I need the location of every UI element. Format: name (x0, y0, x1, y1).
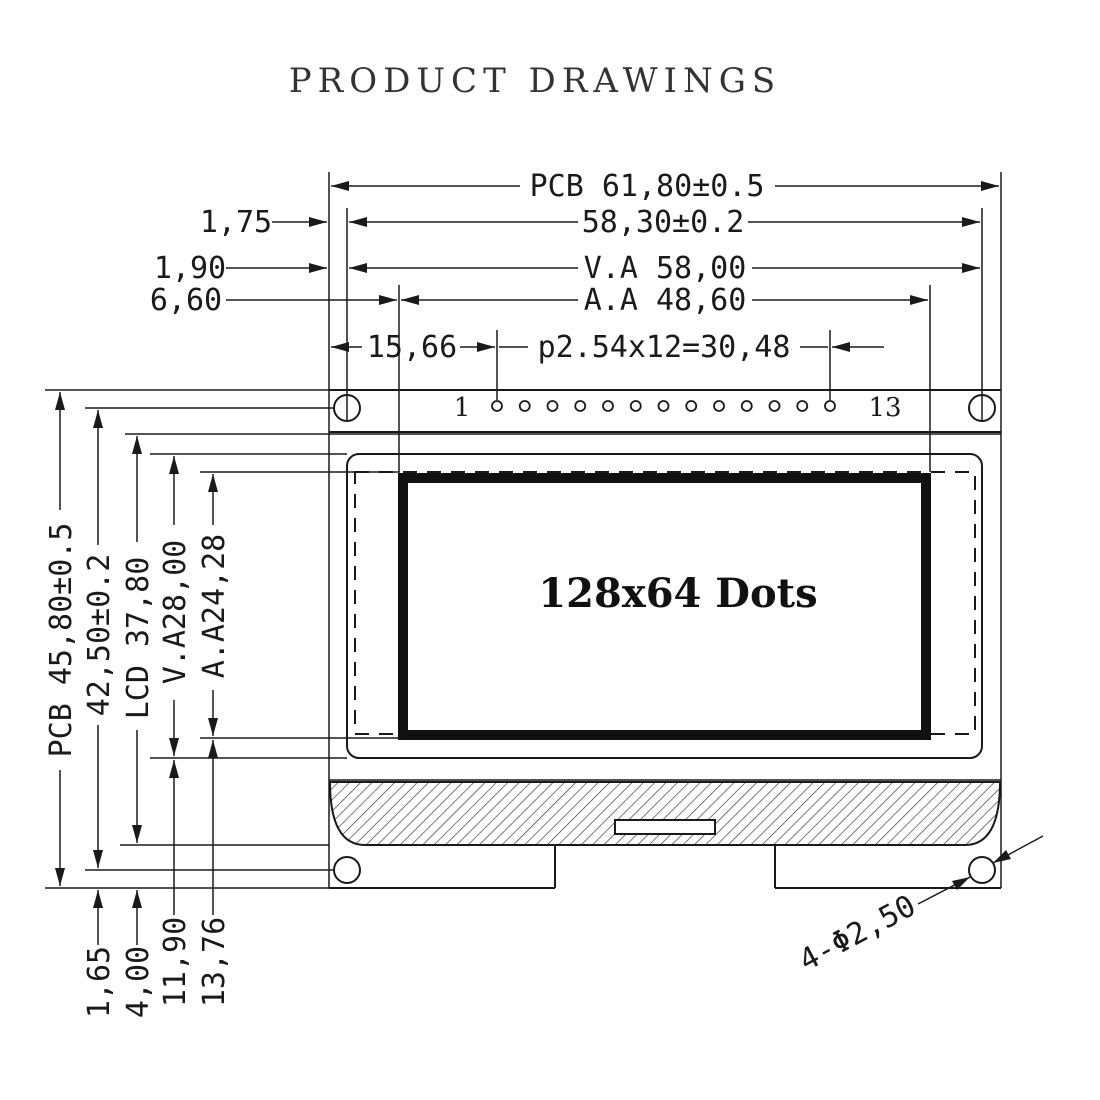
pin-icon (574, 400, 587, 412)
drawing-title: PRODUCT DRAWINGS (289, 61, 781, 101)
vertical-dimensions: PCB 45,80±0.5 42,50±0.2 1,65 LCD 37,80 4… (44, 392, 232, 1018)
lcd-outline (346, 453, 983, 759)
pin-label-last: 13 (868, 393, 901, 423)
dim-aa-width: A.A 48,60 (584, 283, 747, 318)
dim-pitch: p2.54x12=30,48 (538, 330, 791, 365)
dim-11-90: 11,90 (158, 917, 193, 1007)
dim-1-90: 1,90 (154, 251, 226, 286)
dim-6-60: 6,60 (150, 283, 222, 318)
pin-icon (546, 400, 559, 412)
horizontal-dimensions: PCB 61,80±0.5 58,30±0.2 1,75 V.A 58,00 1… (150, 169, 999, 365)
viewing-area (354, 471, 976, 735)
dim-42-50: 42,50±0.2 (82, 554, 117, 717)
dim-1-75: 1,75 (200, 205, 272, 240)
pin-icon (491, 400, 503, 412)
hole-diameter-callout: 4-Φ2,50 (794, 835, 1044, 979)
dim-1-65: 1,65 (82, 946, 117, 1018)
pin-header (491, 400, 836, 412)
dim-holes: 4-Φ2,50 (794, 888, 922, 978)
pin-icon (768, 400, 781, 412)
dim-va-height: V.A28,00 (158, 540, 193, 685)
dim-15-66: 15,66 (367, 330, 457, 365)
connector-slot (614, 819, 716, 835)
dim-13-76: 13,76 (197, 917, 232, 1007)
pin-label-first: 1 (454, 393, 471, 423)
pin-icon (796, 400, 809, 412)
dim-aa-height: A.A24,28 (197, 534, 232, 679)
pin-icon (685, 400, 698, 412)
pin-icon (657, 400, 670, 412)
dim-pcb-height: PCB 45,80±0.5 (44, 523, 79, 758)
active-area (398, 473, 931, 740)
dim-pcb-width: PCB 61,80±0.5 (530, 169, 765, 204)
display-resolution-label: 128x64 Dots (538, 570, 817, 617)
left-extension-lines (45, 389, 1001, 889)
dim-va-width: V.A 58,00 (584, 251, 747, 286)
dim-58-30: 58,30±0.2 (582, 205, 745, 240)
fpc-hatched-area (328, 781, 1002, 846)
pin-icon (740, 400, 753, 412)
dim-4-00: 4,00 (121, 946, 156, 1018)
pin-icon (518, 400, 531, 412)
top-extension-lines (328, 172, 1002, 888)
pin-icon (629, 400, 642, 412)
dim-lcd-height: LCD 37,80 (121, 557, 156, 720)
mounting-hole-icon (968, 856, 996, 884)
pin-icon (824, 400, 836, 412)
mounting-hole-icon (333, 856, 361, 884)
pin-icon (713, 400, 725, 412)
pin-icon (602, 400, 614, 412)
mounting-hole-icon (968, 394, 996, 422)
